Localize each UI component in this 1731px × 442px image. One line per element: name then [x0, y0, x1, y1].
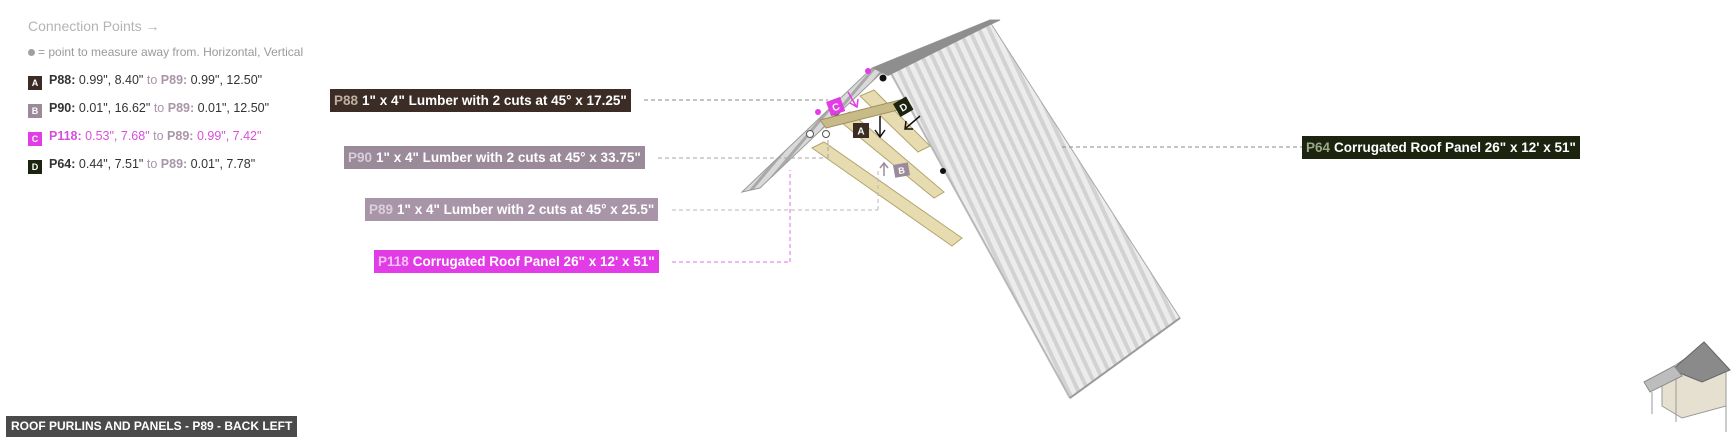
connection-point-dot: [815, 109, 821, 115]
legend-from: 0.44", 7.51": [78, 157, 144, 171]
arrow-icon: [879, 161, 889, 176]
measure-point-dot-icon: [28, 49, 35, 56]
legend-target-value: 0.99", 12.50": [190, 73, 263, 87]
legend-target: P89:: [160, 73, 188, 87]
callout-text: 1" x 4" Lumber with 2 cuts at 45° x 17.2…: [362, 93, 627, 108]
legend-part: P118:: [49, 129, 82, 143]
connection-point-dot: [940, 168, 946, 174]
legend-note: = point to measure away from. Horizontal…: [28, 44, 303, 60]
legend-row-d: D P64: 0.44", 7.51" to P89: 0.01", 7.78": [28, 154, 303, 182]
callout-text: Corrugated Roof Panel 26" x 12' x 51": [412, 254, 655, 269]
legend-from: 0.53", 7.68": [85, 129, 150, 143]
roof-panel-p118-ridge: [872, 20, 1000, 76]
view-label: ROOF PURLINS AND PANELS - P89 - BACK LEF…: [6, 416, 298, 437]
marker-d: D: [893, 96, 914, 117]
legend-from: 0.99", 8.40": [78, 73, 144, 87]
callout-id: P64: [1306, 140, 1331, 155]
legend-title: Connection Points →: [28, 18, 160, 34]
legend-to: to: [146, 73, 158, 87]
legend-key-badge: C: [28, 132, 42, 146]
legend-key-badge: A: [28, 76, 42, 90]
legend-target-value: 0.01", 7.78": [190, 157, 256, 171]
legend-target: P89:: [167, 101, 195, 115]
legend-row-c: C P118: 0.53", 7.68" to P89: 0.99", 7.42": [28, 126, 303, 154]
arrow-icon: [847, 91, 859, 109]
callout-id: P89: [369, 202, 394, 217]
legend-to: to: [153, 129, 164, 143]
callout-text: Corrugated Roof Panel 26" x 12' x 51": [1334, 140, 1576, 155]
svg-text:A: A: [857, 127, 864, 138]
legend-target-value: 0.01", 12.50": [197, 101, 270, 115]
svg-text:C: C: [831, 101, 842, 114]
legend-part: P90:: [49, 101, 76, 115]
legend-row-b: B P90: 0.01", 16.62" to P89: 0.01", 12.50…: [28, 98, 303, 126]
svg-text:B: B: [898, 165, 907, 176]
callout-id: P90: [348, 150, 373, 165]
callout-id: P118: [378, 254, 409, 269]
legend-target: P89:: [167, 129, 194, 143]
panel-edge: [887, 67, 1071, 399]
connection-point-dot: [865, 68, 871, 74]
legend-from: 0.01", 16.62": [78, 101, 151, 115]
legend-key-badge: D: [28, 160, 42, 174]
marker-b: B: [893, 162, 911, 178]
marker-a: A: [853, 123, 869, 138]
legend-note-text: = point to measure away from. Horizontal…: [38, 45, 304, 59]
legend-part: P64:: [49, 157, 76, 171]
callout-text: 1" x 4" Lumber with 2 cuts at 45° x 33.7…: [376, 150, 641, 165]
connection-point-dot: [822, 130, 830, 138]
house-thumbnail-icon: [1643, 341, 1731, 432]
legend-part: P88:: [49, 73, 76, 87]
connection-legend: Connection Points → = point to measure a…: [28, 16, 303, 182]
connection-point-dot: [806, 130, 814, 138]
arrow-icon: [874, 115, 921, 139]
panel-edge: [1069, 317, 1181, 399]
legend-key-badge: B: [28, 104, 42, 118]
svg-text:D: D: [898, 101, 910, 114]
legend-row-a: A P88: 0.99", 8.40" to P89: 0.99", 12.50": [28, 70, 303, 98]
roof-panel-p64: [887, 21, 1181, 399]
marker-c: C: [826, 96, 846, 117]
legend-target: P89:: [160, 157, 188, 171]
lumber-p90: [811, 141, 963, 247]
legend-to: to: [146, 157, 158, 171]
legend-target-value: 0.99", 7.42": [196, 129, 262, 143]
callout-id: P88: [334, 93, 359, 108]
legend-rows: A P88: 0.99", 8.40" to P89: 0.99", 12.50"…: [28, 70, 303, 182]
callout-text: 1" x 4" Lumber with 2 cuts at 45° x 25.5…: [397, 202, 655, 217]
legend-to: to: [153, 101, 165, 115]
connection-point-dot: [879, 74, 887, 82]
